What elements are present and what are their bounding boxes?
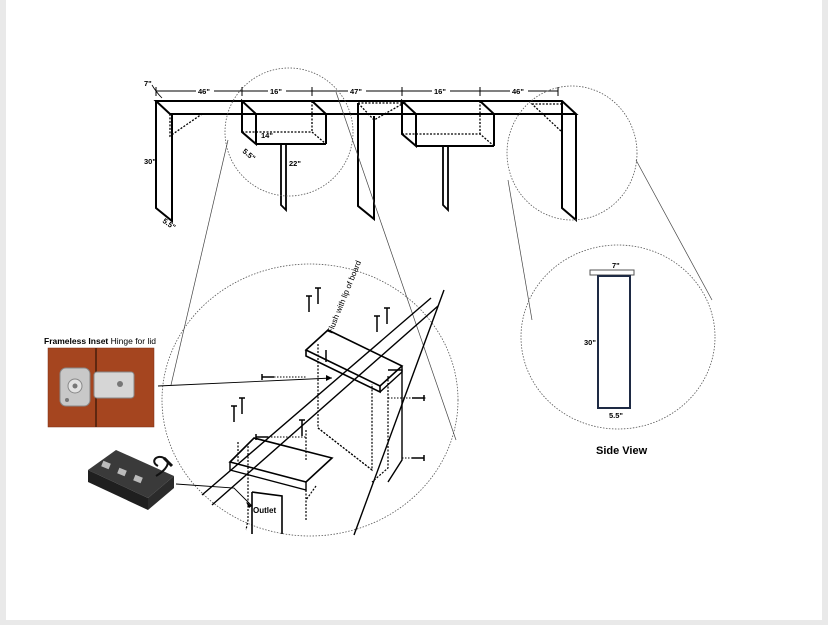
side-view: 7" 30" 5.5" Side View [584, 261, 648, 457]
top-assembly [151, 84, 579, 224]
dim-box-side: 5.5" [241, 147, 258, 163]
plan-drawing: 7" 46" 16" 47" 16" 46" 30" 5.5" 14" 5.5"… [47, 67, 716, 537]
outlet-label: Outlet [253, 506, 276, 515]
side-height-dim: 30" [584, 338, 596, 347]
callout-circles [161, 67, 716, 537]
dim-box-leg: 22" [289, 159, 301, 168]
dim-base-depth: 5.5" [161, 216, 178, 232]
callout-leaders [170, 91, 713, 441]
drawing-page: 7" 46" 16" 47" 16" 46" 30" 5.5" 14" 5.5"… [6, 0, 822, 620]
outlet-photo [88, 450, 174, 510]
dim-box-depth: 14" [261, 131, 273, 140]
hinge-caption: Frameless Inset Hinge for lid [44, 336, 156, 346]
side-view-title: Side View [596, 445, 648, 457]
dim-span-5: 46" [512, 87, 524, 96]
dim-height: 30" [144, 157, 156, 166]
dim-span-1: 46" [198, 87, 210, 96]
dim-top-depth: 7" [144, 79, 152, 88]
hinge-caption-bold: Frameless Inset [44, 336, 109, 346]
dim-span-3: 47" [350, 87, 362, 96]
hinge-caption-rest: Hinge for lid [108, 336, 156, 346]
side-bottom-dim: 5.5" [609, 411, 623, 420]
hinge-photo [47, 347, 155, 428]
side-top-dim: 7" [612, 261, 620, 270]
dim-span-4: 16" [434, 87, 446, 96]
flush-note: Flush with lip of board [326, 259, 363, 335]
enlarged-detail [157, 287, 445, 536]
dim-span-2: 16" [270, 87, 282, 96]
